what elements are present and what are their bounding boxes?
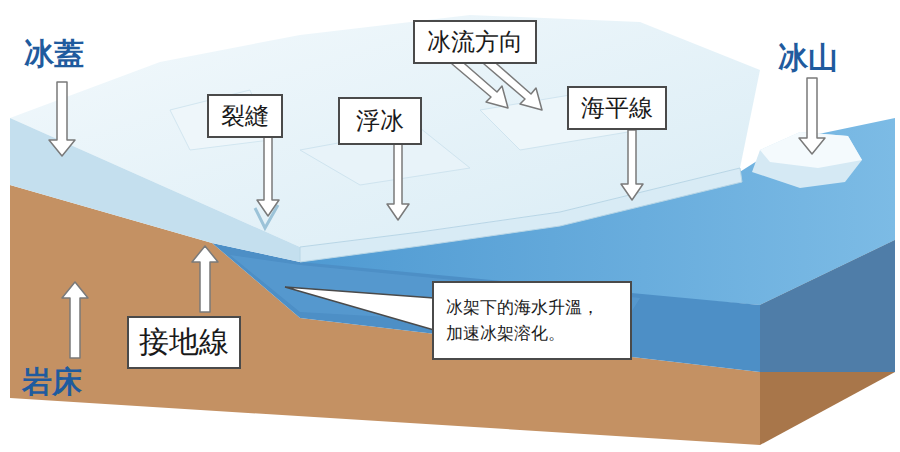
- pointer-arrow: [621, 130, 643, 200]
- pointer-arrow: [49, 82, 75, 156]
- part-label: 岩床: [22, 362, 82, 403]
- sea-side: [760, 240, 895, 372]
- box-text: 浮冰: [356, 105, 404, 137]
- pointer-arrow: [257, 135, 279, 216]
- part-label: 冰山: [778, 38, 838, 79]
- callout-box: 冰架下的海水升溫， 加速冰架溶化。: [432, 281, 632, 360]
- ice-shelf-front: [300, 168, 742, 262]
- box-text: 接地線: [139, 322, 229, 363]
- part-label: 冰蓋: [24, 34, 84, 75]
- pointer-arrow: [799, 78, 825, 154]
- label-box: 浮冰: [338, 97, 422, 145]
- pointer-arrow: [192, 246, 218, 312]
- box-text: 海平線: [581, 92, 653, 124]
- sea-front: [212, 243, 760, 372]
- pointer-arrow: [62, 282, 88, 358]
- callout-tail: [285, 287, 434, 330]
- pointer-arrow: [387, 142, 409, 220]
- label-box: 海平線: [567, 86, 667, 130]
- box-text: 裂縫: [221, 100, 269, 132]
- label-box: 接地線: [127, 316, 241, 369]
- box-text: 冰流方向: [427, 26, 523, 58]
- box-text: 冰架下的海水升溫， 加速冰架溶化。: [446, 295, 618, 346]
- label-box: 裂縫: [207, 94, 283, 138]
- label-box: 冰流方向: [413, 20, 537, 64]
- flow-arrow: [484, 58, 542, 110]
